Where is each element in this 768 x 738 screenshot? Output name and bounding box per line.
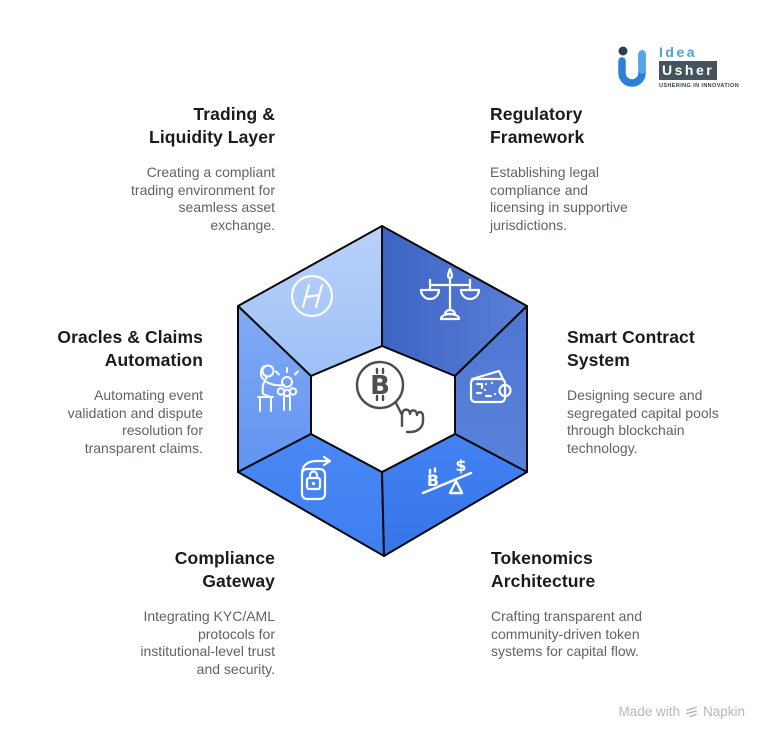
ideausher-logo: Idea Usher USHERING IN INNOVATION — [614, 44, 739, 92]
segment-title-trading-liquidity: Trading & Liquidity Layer — [149, 104, 275, 147]
segment-description-trading-liquidity: Creating a compliant trading environment… — [131, 164, 275, 233]
segment-block-regulatory-framework: Regulatory Framework Establishing legal … — [490, 103, 665, 234]
segment-title-tokenomics: Tokenomics Architecture — [491, 548, 596, 591]
segment-block-oracles-claims: Oracles & Claims Automation Automating e… — [40, 326, 203, 457]
hexagon-svg: B $ B — [237, 225, 528, 557]
seesaw-b-glyph: B — [427, 471, 439, 490]
segment-block-trading-liquidity: Trading & Liquidity Layer Creating a com… — [112, 103, 275, 234]
logo-line1: Idea — [659, 44, 698, 60]
logo-line2: Usher — [659, 61, 718, 80]
segment-title-regulatory-framework: Regulatory Framework — [490, 104, 585, 147]
claims-person-icon — [257, 364, 299, 412]
ideausher-logo-mark — [618, 46, 646, 87]
hedera-h-circle-icon — [290, 274, 334, 318]
logo-tagline: USHERING IN INNOVATION — [659, 83, 740, 89]
circuit-wallet-icon — [469, 369, 512, 404]
segment-title-oracles-claims: Oracles & Claims Automation — [57, 327, 203, 370]
segment-block-tokenomics: Tokenomics Architecture Crafting transpa… — [491, 547, 671, 661]
segment-block-compliance-gateway: Compliance Gateway Integrating KYC/AML p… — [112, 547, 275, 678]
segment-title-compliance-gateway: Compliance Gateway — [174, 548, 275, 591]
bitcoin-glyph: B — [370, 371, 390, 401]
bitcoin-magnifier-hand-icon: B — [355, 360, 425, 434]
made-with-text: Made with — [618, 704, 680, 719]
hexagon-diagram: B $ B — [222, 216, 542, 562]
seesaw-b-dollar-icon: B $ — [421, 456, 473, 495]
napkin-badge: Made with Napkin — [618, 704, 745, 719]
document-lock-arrow-icon — [300, 455, 332, 501]
segment-description-tokenomics: Crafting transparent and community-drive… — [491, 608, 642, 659]
seesaw-dollar-glyph: $ — [455, 456, 466, 475]
segment-description-regulatory-framework: Establishing legal compliance and licens… — [490, 164, 628, 233]
justice-scales-icon — [419, 267, 481, 321]
segment-description-oracles-claims: Automating event validation and dispute … — [67, 387, 203, 456]
napkin-icon — [686, 706, 697, 718]
segment-description-compliance-gateway: Integrating KYC/AML protocols for instit… — [140, 608, 275, 677]
segment-title-smart-contract: Smart Contract System — [567, 327, 695, 370]
napkin-brand-text: Napkin — [702, 704, 745, 719]
segment-block-smart-contract: Smart Contract System Designing secure a… — [567, 326, 739, 457]
segment-description-smart-contract: Designing secure and segregated capital … — [567, 387, 719, 456]
